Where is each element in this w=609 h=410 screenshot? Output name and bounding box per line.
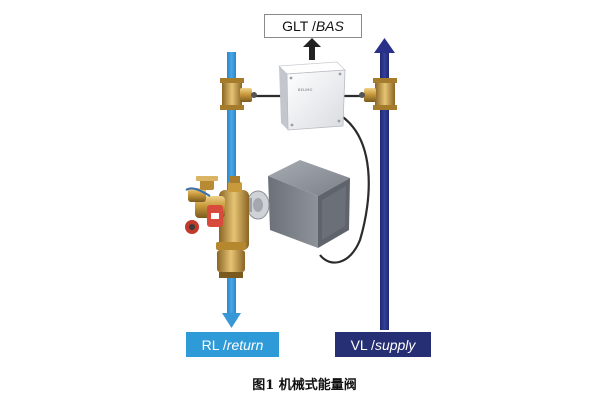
supply-label-main: VL / xyxy=(350,336,375,353)
supply-arrow-head-icon xyxy=(374,38,395,53)
return-label-main: RL / xyxy=(201,336,227,353)
return-label: RL / return xyxy=(186,332,279,357)
glt-label-italic: BAS xyxy=(315,18,344,34)
controller-box: BELIMO xyxy=(278,61,346,131)
supply-label: VL / supply xyxy=(335,332,431,357)
glt-signal-arrow xyxy=(303,38,321,60)
return-sensor-tee xyxy=(220,78,257,110)
figure-caption: 图1 机械式能量阀 xyxy=(252,378,357,393)
supply-label-italic: supply xyxy=(374,336,416,353)
return-label-italic: return xyxy=(226,336,264,353)
actuator xyxy=(240,160,350,248)
return-arrow-head-icon xyxy=(222,313,241,328)
supply-pipe xyxy=(374,38,395,330)
supply-sensor-tee xyxy=(359,78,397,110)
glt-bas-label: GLT / BAS xyxy=(264,14,362,38)
glt-label-main: GLT / xyxy=(282,18,316,34)
device-logo-text: BELIMO xyxy=(298,88,313,92)
valve-body xyxy=(185,176,249,278)
